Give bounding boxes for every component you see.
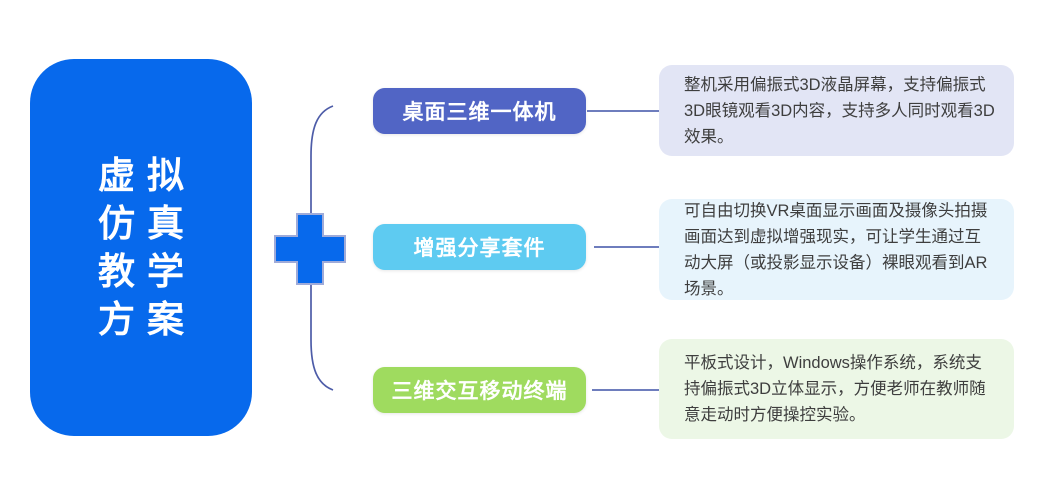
root-title-box: 虚拟 仿真 教学 方案 (30, 59, 252, 436)
root-title-line: 仿真 (98, 202, 196, 244)
root-title-line: 虚拟 (98, 154, 196, 196)
root-title-line: 教学 (98, 250, 196, 292)
root-title-line: 方案 (98, 298, 196, 340)
branch-description-box: 可自由切换VR桌面显示画面及摄像头拍摄画面达到虚拟增强现实，可让学生通过互动大屏… (659, 199, 1014, 300)
branch-label-desktop-3d-machine: 桌面三维一体机 (373, 88, 586, 134)
plus-icon (274, 213, 346, 285)
branch-label-text: 桌面三维一体机 (402, 101, 557, 124)
branch-description-box: 整机采用偏振式3D液晶屏幕，支持偏振式3D眼镜观看3D内容，支持多人同时观看3D… (659, 65, 1014, 156)
branch-description-text: 整机采用偏振式3D液晶屏幕，支持偏振式3D眼镜观看3D内容，支持多人同时观看3D… (684, 75, 995, 146)
brace-curve (310, 105, 334, 391)
branch-label-text: 增强分享套件 (413, 237, 546, 260)
branch-label-mobile-terminal: 三维交互移动终端 (373, 367, 586, 413)
branch-description-text: 平板式设计，Windows操作系统，系统支持偏振式3D立体显示，方便老师在教师随… (684, 354, 986, 424)
branch-description-text: 可自由切换VR桌面显示画面及摄像头拍摄画面达到虚拟增强现实，可让学生通过互动大屏… (684, 201, 988, 298)
branch-label-text: 三维交互移动终端 (391, 380, 568, 403)
branch-label-sharing-kit: 增强分享套件 (373, 224, 586, 270)
branch-description-box: 平板式设计，Windows操作系统，系统支持偏振式3D立体显示，方便老师在教师随… (659, 339, 1014, 439)
